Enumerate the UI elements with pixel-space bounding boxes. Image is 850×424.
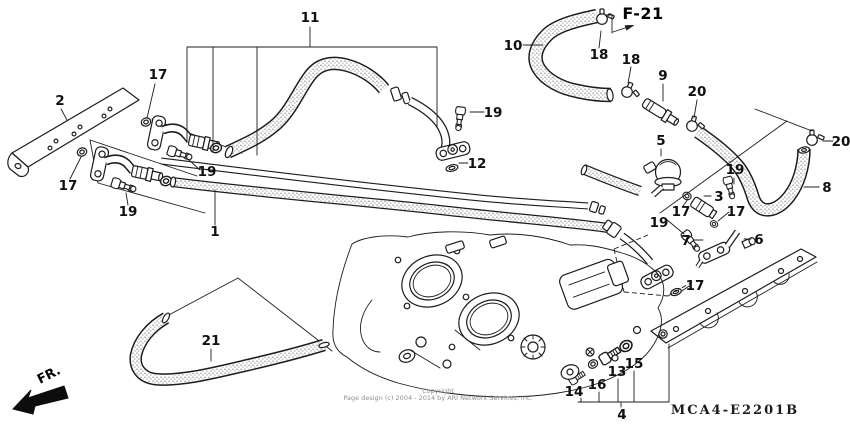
bolt-13 bbox=[597, 344, 623, 367]
part-callout-16: 16 bbox=[588, 377, 607, 393]
copyright-line1: Copyright bbox=[422, 387, 454, 395]
fuel-rail-lower bbox=[567, 248, 818, 387]
diagram-code: MCA4-E2201B bbox=[671, 403, 799, 418]
pressure-regulator-5 bbox=[643, 158, 682, 198]
bolt-19 bbox=[452, 105, 467, 132]
part-callout-19: 19 bbox=[484, 105, 503, 121]
joint-3 bbox=[690, 196, 718, 220]
washer-17 bbox=[708, 218, 720, 230]
joint-9 bbox=[641, 98, 680, 126]
part-callout-3: 3 bbox=[714, 189, 723, 205]
part-callout-4: 4 bbox=[617, 407, 626, 423]
part-callout-1: 1 bbox=[210, 224, 219, 240]
bolt-19 bbox=[722, 175, 738, 201]
part-callout-17: 17 bbox=[59, 178, 78, 194]
fr-arrow-icon bbox=[12, 385, 69, 415]
clamp-18 bbox=[593, 5, 617, 27]
hose-assembly-11 bbox=[224, 56, 472, 173]
part-callout-19: 19 bbox=[650, 215, 669, 231]
part-callout-13: 13 bbox=[608, 364, 627, 380]
washer-17 bbox=[75, 145, 89, 159]
clamp-20 bbox=[686, 115, 706, 132]
part-callout-18: 18 bbox=[590, 47, 609, 63]
part-callout-7: 7 bbox=[681, 233, 690, 249]
left-joint-fittings bbox=[75, 115, 243, 214]
part-callout-6: 6 bbox=[754, 232, 763, 248]
plug-6 bbox=[741, 237, 756, 249]
part-callout-18: 18 bbox=[622, 52, 641, 68]
part-callout-15: 15 bbox=[625, 356, 644, 372]
banjo-elbow bbox=[638, 262, 676, 292]
leader-lines bbox=[60, 14, 834, 408]
fuel-pipe-assembly-1 bbox=[160, 157, 703, 297]
part-callout-21: 21 bbox=[202, 333, 221, 349]
part-callout-2: 2 bbox=[55, 93, 64, 109]
figure-ref-f21[interactable]: F-21 bbox=[622, 4, 663, 23]
copyright-line2: Page design (c) 2004 - 2014 by ARI Netwo… bbox=[343, 394, 532, 402]
fuel-rail-left bbox=[7, 87, 140, 178]
washer-17 bbox=[139, 115, 153, 129]
part-callout-20: 20 bbox=[688, 84, 707, 100]
throttle-body bbox=[332, 231, 665, 398]
part-callout-14: 14 bbox=[565, 384, 584, 400]
part-callout-17: 17 bbox=[149, 67, 168, 83]
part-callout-20: 20 bbox=[832, 134, 850, 150]
clamp-20 bbox=[803, 126, 827, 148]
part-callout-9: 9 bbox=[658, 68, 667, 84]
hose-8 bbox=[686, 115, 827, 217]
part-callout-17: 17 bbox=[686, 278, 705, 294]
part-callout-17: 17 bbox=[672, 204, 691, 220]
fr-direction-arrow: FR. bbox=[12, 363, 69, 415]
banjo-elbow bbox=[434, 139, 472, 163]
part-callout-10: 10 bbox=[504, 38, 523, 54]
fr-label: FR. bbox=[35, 363, 63, 387]
part-callout-11: 11 bbox=[301, 10, 320, 26]
clamp-18 bbox=[620, 80, 642, 101]
hose-21 bbox=[129, 277, 333, 386]
joint-7 bbox=[695, 229, 741, 269]
part-callout-19: 19 bbox=[119, 204, 138, 220]
washer-16 bbox=[586, 357, 600, 371]
part-callout-8: 8 bbox=[822, 180, 831, 196]
part-callout-12: 12 bbox=[468, 156, 487, 172]
part-callout-17: 17 bbox=[727, 204, 746, 220]
bolt-19 bbox=[109, 176, 138, 196]
part-callout-19: 19 bbox=[198, 164, 217, 180]
part-callout-19: 19 bbox=[726, 162, 745, 178]
regulator-and-joints bbox=[580, 108, 813, 269]
part-callout-5: 5 bbox=[656, 133, 665, 149]
hose-10 bbox=[528, 5, 642, 103]
